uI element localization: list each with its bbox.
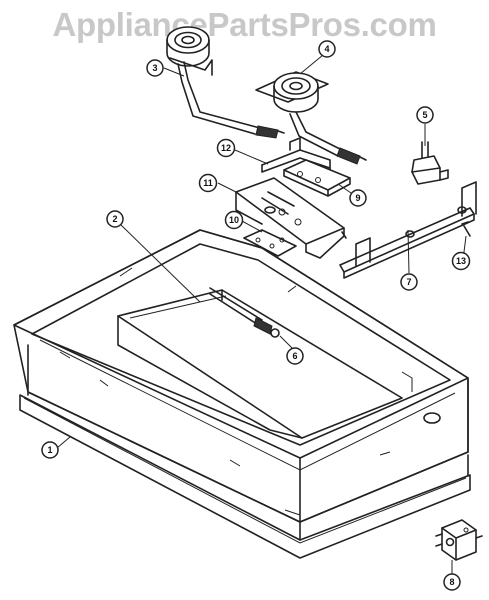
callout-1: 1 [41,441,59,459]
callout-1-label: 1 [47,445,52,455]
callout-10: 10 [224,210,244,230]
callout-5-label: 5 [422,110,427,120]
callout-2: 2 [106,210,124,228]
callout-2-label: 2 [112,214,117,224]
burner-assembly-right [255,71,367,165]
gas-valve [411,141,449,185]
callout-3-label: 3 [152,63,157,73]
callout-11-label: 11 [203,178,213,188]
callout-9-label: 9 [355,193,360,203]
burner-bracket-lower [235,177,347,259]
callout-13-label: 13 [456,256,466,266]
pressure-regulator [435,519,483,561]
callout-6: 6 [286,347,304,365]
callout-8-label: 8 [449,577,454,587]
burner-box [13,229,469,523]
callout-5: 5 [416,106,434,124]
callout-10-label: 10 [229,215,239,225]
watermark: AppliancePartsPros.com [52,6,437,43]
callout-13: 13 [451,251,471,271]
screw [461,221,471,237]
orifice-fitting [209,287,280,338]
burner-assembly-left [166,26,285,139]
callout-8: 8 [443,573,461,591]
gas-manifold [339,181,477,279]
callout-7-label: 7 [406,277,411,287]
callout-7: 7 [400,273,418,291]
callout-12: 12 [216,138,236,158]
burner-bracket-upper [261,137,351,197]
callout-4: 4 [318,40,336,58]
callout-11: 11 [198,173,218,193]
callout-4-label: 4 [324,44,329,54]
callout-12-label: 12 [221,143,231,153]
callout-6-label: 6 [292,351,297,361]
callout-9: 9 [349,189,367,207]
callout-3: 3 [146,59,164,77]
mounting-plate [243,229,297,257]
